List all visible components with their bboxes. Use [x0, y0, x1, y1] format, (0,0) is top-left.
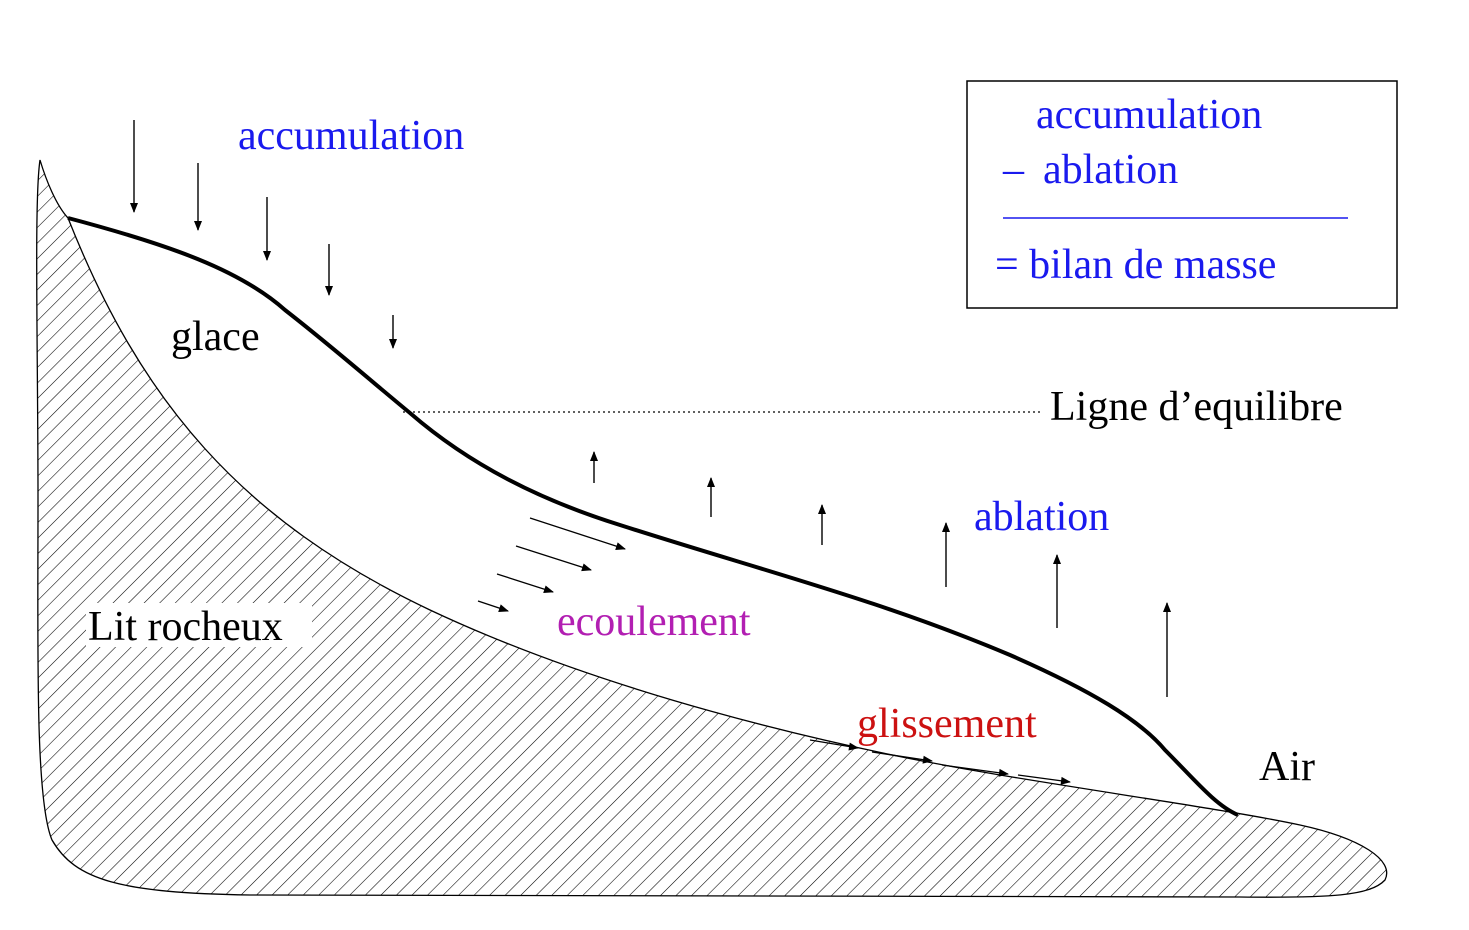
accumulation-arrows — [130, 120, 397, 349]
flow-arrow-2 — [515, 545, 592, 572]
ablation-arrows — [590, 451, 1171, 697]
accumulation-label: accumulation — [238, 113, 464, 159]
flow-arrow-4 — [477, 600, 509, 612]
equilibrium-line-label: Ligne d’equilibre — [1050, 384, 1343, 430]
flow-arrow-1 — [529, 517, 626, 551]
legend-accumulation: accumulation — [1036, 92, 1262, 138]
legend-mass-balance: = bilan de masse — [995, 242, 1276, 288]
mass-balance-legend: accumulation – ablation = bilan de masse — [966, 80, 1398, 309]
flow-arrow-3 — [496, 573, 554, 594]
slide-arrow-3 — [941, 764, 1009, 777]
ablation-label: ablation — [974, 494, 1109, 540]
rock-label-backdrop — [86, 603, 312, 647]
sliding-arrows — [809, 739, 1071, 785]
flow-label: ecoulement — [557, 599, 751, 645]
bedrock-region — [36, 159, 1388, 898]
bedrock-label: Lit rocheux — [88, 604, 283, 650]
legend-box — [966, 80, 1398, 309]
slide-arrow-2 — [871, 751, 933, 764]
slide-arrow-1 — [809, 739, 859, 751]
legend-minus-sign: – — [1002, 147, 1025, 193]
legend-ablation: ablation — [1043, 147, 1178, 193]
sliding-label: glissement — [857, 701, 1037, 747]
ice-surface-line — [67, 216, 1239, 817]
flow-arrows — [477, 517, 626, 612]
slide-arrow-4 — [1017, 774, 1071, 785]
air-label: Air — [1259, 744, 1315, 790]
ice-label: glace — [171, 314, 260, 360]
